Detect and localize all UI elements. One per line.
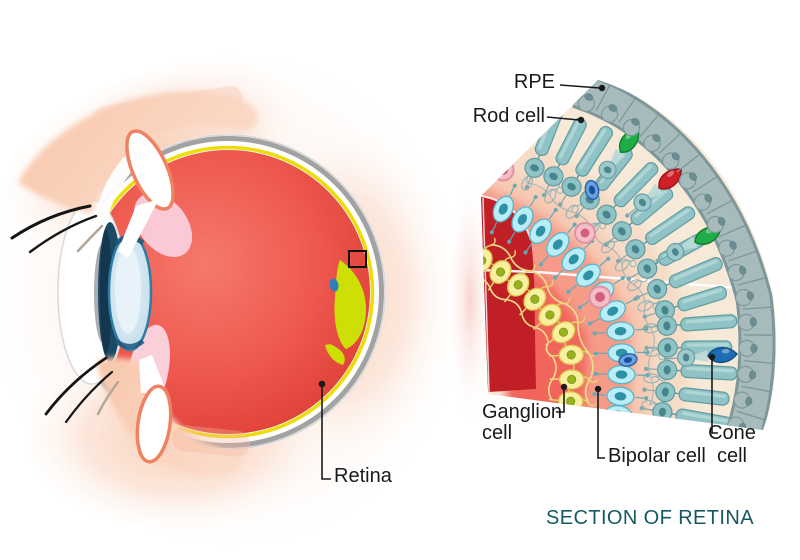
magnified-area-marker xyxy=(348,250,367,268)
amacrine-cell xyxy=(491,158,515,182)
upper-tarsal-plate xyxy=(125,129,175,211)
rpe-cell xyxy=(676,153,701,190)
lower-skin-patch xyxy=(172,425,250,457)
section-caption: SECTION OF RETINA xyxy=(546,507,754,529)
blue-vessel-dot xyxy=(329,278,339,292)
ganglion-cell xyxy=(487,250,517,291)
retina-label: Retina xyxy=(334,465,392,487)
bipolar-cell xyxy=(592,321,649,341)
ganglion-cell-pointer xyxy=(556,383,568,413)
rpe-cell xyxy=(736,359,774,383)
ganglion-cell-label: Ganglion cell xyxy=(482,401,563,444)
section-left-glow xyxy=(448,180,492,420)
upper-eyelid xyxy=(10,91,258,258)
rpe-cell xyxy=(658,132,682,170)
amacrine-cell xyxy=(588,285,612,309)
cone-cell-pointer xyxy=(708,353,718,434)
bipolar-cell xyxy=(489,183,517,235)
rod-cell xyxy=(635,256,723,300)
optic-disc-blob xyxy=(334,260,366,349)
bipolar-cell-label: Bipolar cell xyxy=(608,445,706,467)
bipolar-cell xyxy=(593,364,650,385)
rpe-pointer xyxy=(559,84,606,92)
ganglion-cell xyxy=(532,297,571,331)
lens-rim-bottom xyxy=(114,338,145,349)
iris-dark xyxy=(100,230,112,354)
cone-cell xyxy=(655,226,722,264)
retina-section-illustration xyxy=(481,80,777,430)
upper-lid-white-wedge xyxy=(118,199,159,258)
rod-cell xyxy=(589,161,659,232)
ganglion-cell xyxy=(549,344,598,366)
rpe-cell xyxy=(706,199,734,234)
lower-lid-white-wedge xyxy=(139,355,167,393)
rpe-cell xyxy=(737,306,773,331)
eye-illustration xyxy=(0,55,465,545)
rpe-cell xyxy=(595,83,619,123)
ganglion-cell xyxy=(549,369,599,390)
lower-tarsal-plate xyxy=(135,384,173,464)
rpe-cell xyxy=(618,97,641,137)
bipolar-cell xyxy=(507,195,538,244)
rod-cell xyxy=(642,381,730,406)
rod-cell-label: Rod cell xyxy=(472,105,545,127)
rpe-label: RPE xyxy=(513,71,555,93)
plexus-loop xyxy=(627,277,649,292)
rod-cell xyxy=(642,285,728,321)
generated-retina-cells xyxy=(481,80,775,430)
section-left-edge xyxy=(482,197,490,393)
rpe-cell xyxy=(692,175,719,211)
rpe-cell xyxy=(718,224,747,257)
amacrine-cell xyxy=(574,222,596,244)
lower-eyelid xyxy=(44,355,250,477)
pointer-lines xyxy=(318,84,718,480)
horizontal-blue-cell xyxy=(618,353,638,367)
rod-cell xyxy=(644,337,733,358)
ganglion-cell xyxy=(519,280,554,316)
rod-cell-pointer xyxy=(546,116,585,124)
bipolar-cell xyxy=(566,256,611,294)
rpe-cell xyxy=(738,334,775,357)
rpe-cell xyxy=(733,385,772,409)
retina-pointer xyxy=(318,380,331,480)
horizontal-blue-cell xyxy=(584,179,600,201)
lower-eyelash-2 xyxy=(64,370,114,424)
plexus-loop xyxy=(643,373,668,384)
lower-eyelash-3 xyxy=(96,380,120,416)
ganglion-cell xyxy=(503,264,536,303)
upper-eyelash-2 xyxy=(28,214,98,254)
rod-cell xyxy=(643,314,738,336)
rpe-cell xyxy=(727,250,758,282)
upper-eyelash-3 xyxy=(76,224,104,253)
upper-eyelash-1 xyxy=(10,204,92,240)
cone-cell xyxy=(663,346,738,367)
cone-cell-label: Cone cell xyxy=(708,422,756,467)
rod-cell xyxy=(558,125,614,207)
lens-highlight xyxy=(115,246,141,334)
bipolar-cell xyxy=(538,222,577,267)
optic-disc-blob-lower xyxy=(325,344,345,365)
rod-cell xyxy=(615,206,696,264)
cone-cell xyxy=(625,168,682,218)
bipolar-cell xyxy=(523,208,558,255)
rpe-cell xyxy=(734,276,767,307)
rpe-cell xyxy=(639,113,661,152)
ganglion-cell xyxy=(545,317,586,346)
lower-eyelash-1 xyxy=(44,356,108,416)
rod-cell xyxy=(541,117,587,198)
bipolar-cell-pointer xyxy=(594,385,605,459)
